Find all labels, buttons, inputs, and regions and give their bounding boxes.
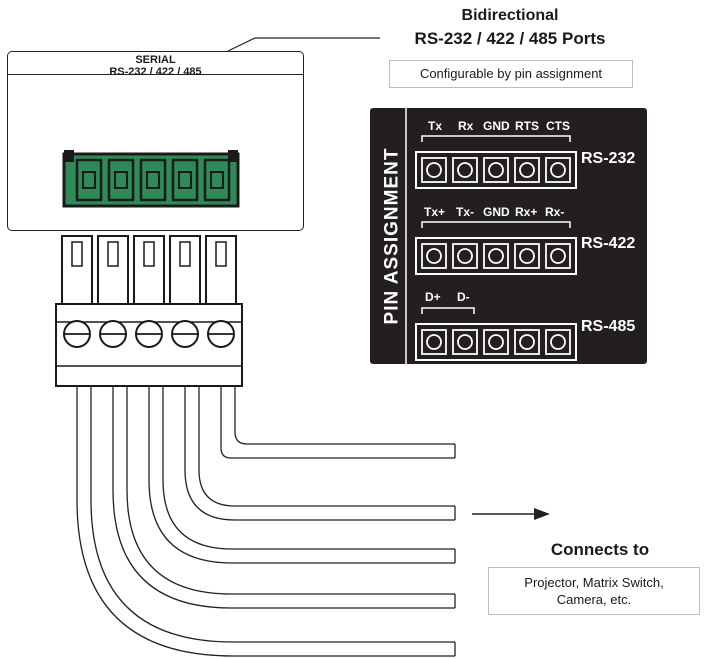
diagram-title-line2: RS-232 / 422 / 485 Ports: [414, 29, 606, 48]
protocol-label: RS-485: [581, 318, 636, 335]
protocol-label: RS-232: [581, 150, 636, 167]
serial-panel: SERIAL RS-232 / 422 / 485: [7, 51, 304, 231]
pin-label: GND: [483, 205, 510, 219]
pin-label: Rx+: [515, 205, 538, 219]
device-list-box: Projector, Matrix Switch, Camera, etc.: [488, 567, 700, 615]
device-list-line1: Projector, Matrix Switch,: [524, 575, 664, 590]
pin-label: Tx+: [424, 205, 446, 219]
serial-label: SERIAL: [135, 54, 176, 66]
pin-label: Tx-: [456, 205, 474, 219]
pin-assignment-panel: [370, 108, 647, 364]
pin-label: CTS: [546, 119, 570, 133]
pin-assignment-graphics: [405, 108, 577, 364]
connects-to-heading: Connects to: [550, 540, 650, 559]
pin-label: Tx: [428, 119, 443, 133]
terminal-block-socket: [62, 150, 240, 208]
serial-label-protocols: RS-232 / 422 / 485: [109, 66, 202, 78]
pin-label: D+: [425, 290, 441, 304]
terminal-plug: [55, 235, 243, 387]
protocol-label: RS-422: [581, 235, 636, 252]
pin-label: Rx-: [545, 205, 565, 219]
config-note: Configurable by pin assignment: [389, 60, 633, 88]
pin-label: RTS: [515, 119, 539, 133]
right-arrow-icon: [472, 508, 550, 520]
pin-assignment-heading: PIN ASSIGNMENT: [381, 147, 403, 325]
pin-label: D-: [457, 290, 470, 304]
diagram-title-line1: Bidirectional: [461, 7, 559, 24]
pin-label: GND: [483, 119, 510, 133]
pin-label: Rx: [458, 119, 474, 133]
device-list-line2: Camera, etc.: [556, 592, 632, 607]
